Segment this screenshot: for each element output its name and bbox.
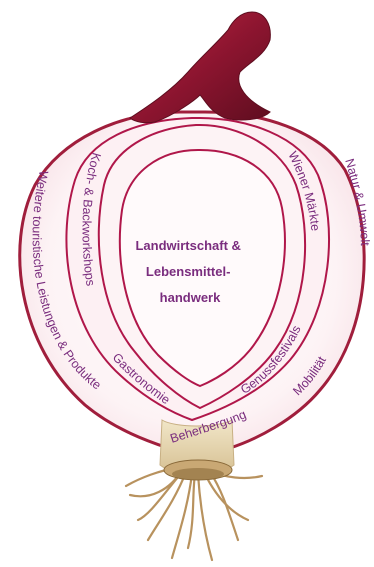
center-line-2: Lebensmittel- [146,264,231,279]
center-line-1: Landwirtschaft & [135,238,240,253]
center-line-3: handwerk [160,290,221,305]
onion-stem [130,12,270,123]
roots [126,468,262,560]
